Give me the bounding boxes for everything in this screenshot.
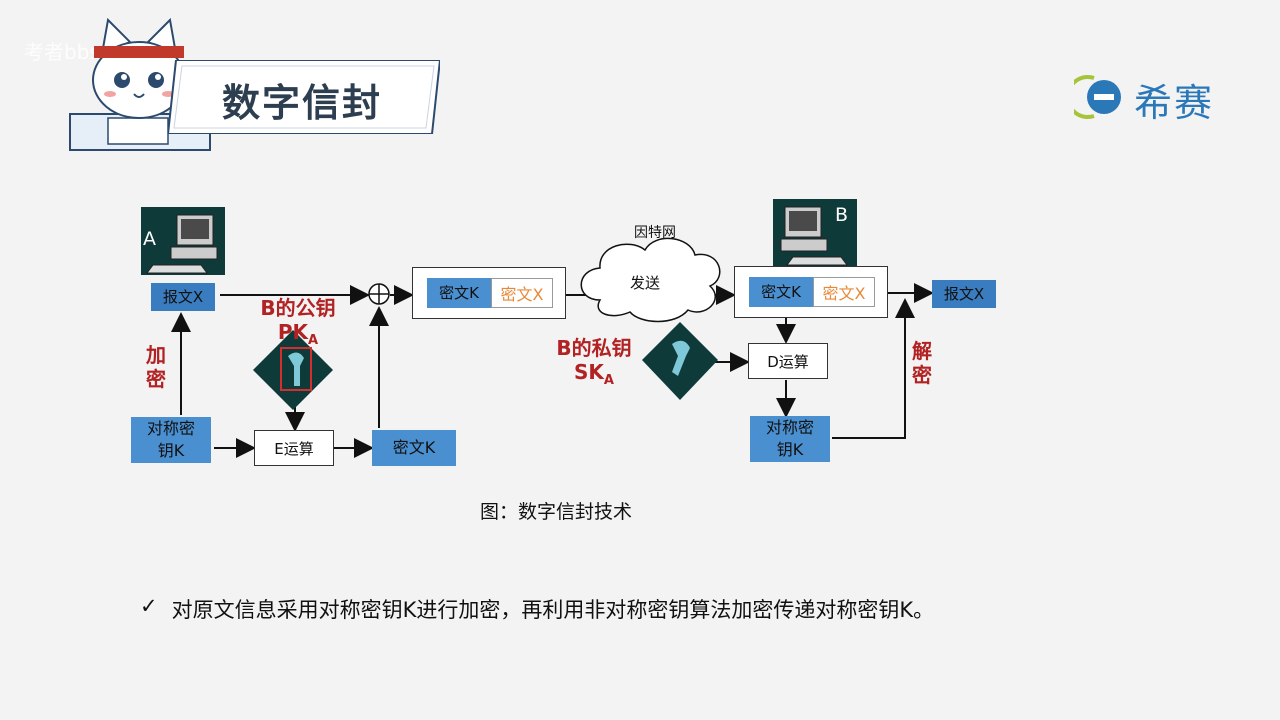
digital-envelope-receiver: 密文K 密文X (734, 266, 888, 318)
private-key-symbol: SK (574, 360, 604, 384)
logo-text: 希赛 (1134, 81, 1215, 125)
page-title: 数字信封 (222, 81, 383, 125)
digital-envelope-sender: 密文K 密文X (412, 267, 566, 319)
bullet-point: ✓ 对原文信息采用对称密钥K进行加密，再利用非对称密钥算法加密传递对称密钥K。 (140, 594, 934, 624)
symmetric-key-destination: 对称密 钥K (750, 416, 830, 462)
decrypt-label: 解 密 (912, 339, 932, 387)
private-key-subscript: A (603, 373, 614, 388)
internet-label: 因特网 (634, 225, 676, 241)
symmetric-key-source: 对称密 钥K (131, 417, 211, 463)
send-label: 发送 (630, 274, 661, 292)
message-x-source: 报文X (151, 283, 215, 311)
diagram-caption: 图：数字信封技术 (480, 501, 633, 523)
public-key-label: B的公钥 PKA (260, 296, 336, 348)
envelope-cipher-x: 密文X (491, 278, 553, 308)
e-operation-box: E运算 (254, 430, 334, 466)
envelope-cipher-x-received: 密文X (813, 277, 875, 307)
public-key-subscript: A (308, 333, 319, 348)
bullet-text: 对原文信息采用对称密钥K进行加密，再利用非对称密钥算法加密传递对称密钥K。 (171, 598, 935, 622)
computer-a-icon (141, 207, 225, 275)
label-b: B (835, 204, 849, 226)
label-a: A (143, 228, 156, 250)
title-banner (168, 60, 440, 134)
public-key-symbol: PK (277, 320, 309, 344)
private-key-label: B的私钥 SKA (556, 336, 632, 388)
message-x-destination: 报文X (932, 280, 996, 308)
encrypt-label: 加 密 (146, 343, 166, 391)
envelope-cipher-key: 密文K (427, 278, 491, 308)
cipher-key-box: 密文K (372, 430, 456, 466)
envelope-cipher-key-received: 密文K (749, 277, 813, 307)
xisai-logo-icon (1074, 75, 1121, 119)
computer-b-icon (773, 199, 857, 267)
check-icon: ✓ (140, 594, 158, 618)
d-operation-box: D运算 (748, 343, 828, 379)
